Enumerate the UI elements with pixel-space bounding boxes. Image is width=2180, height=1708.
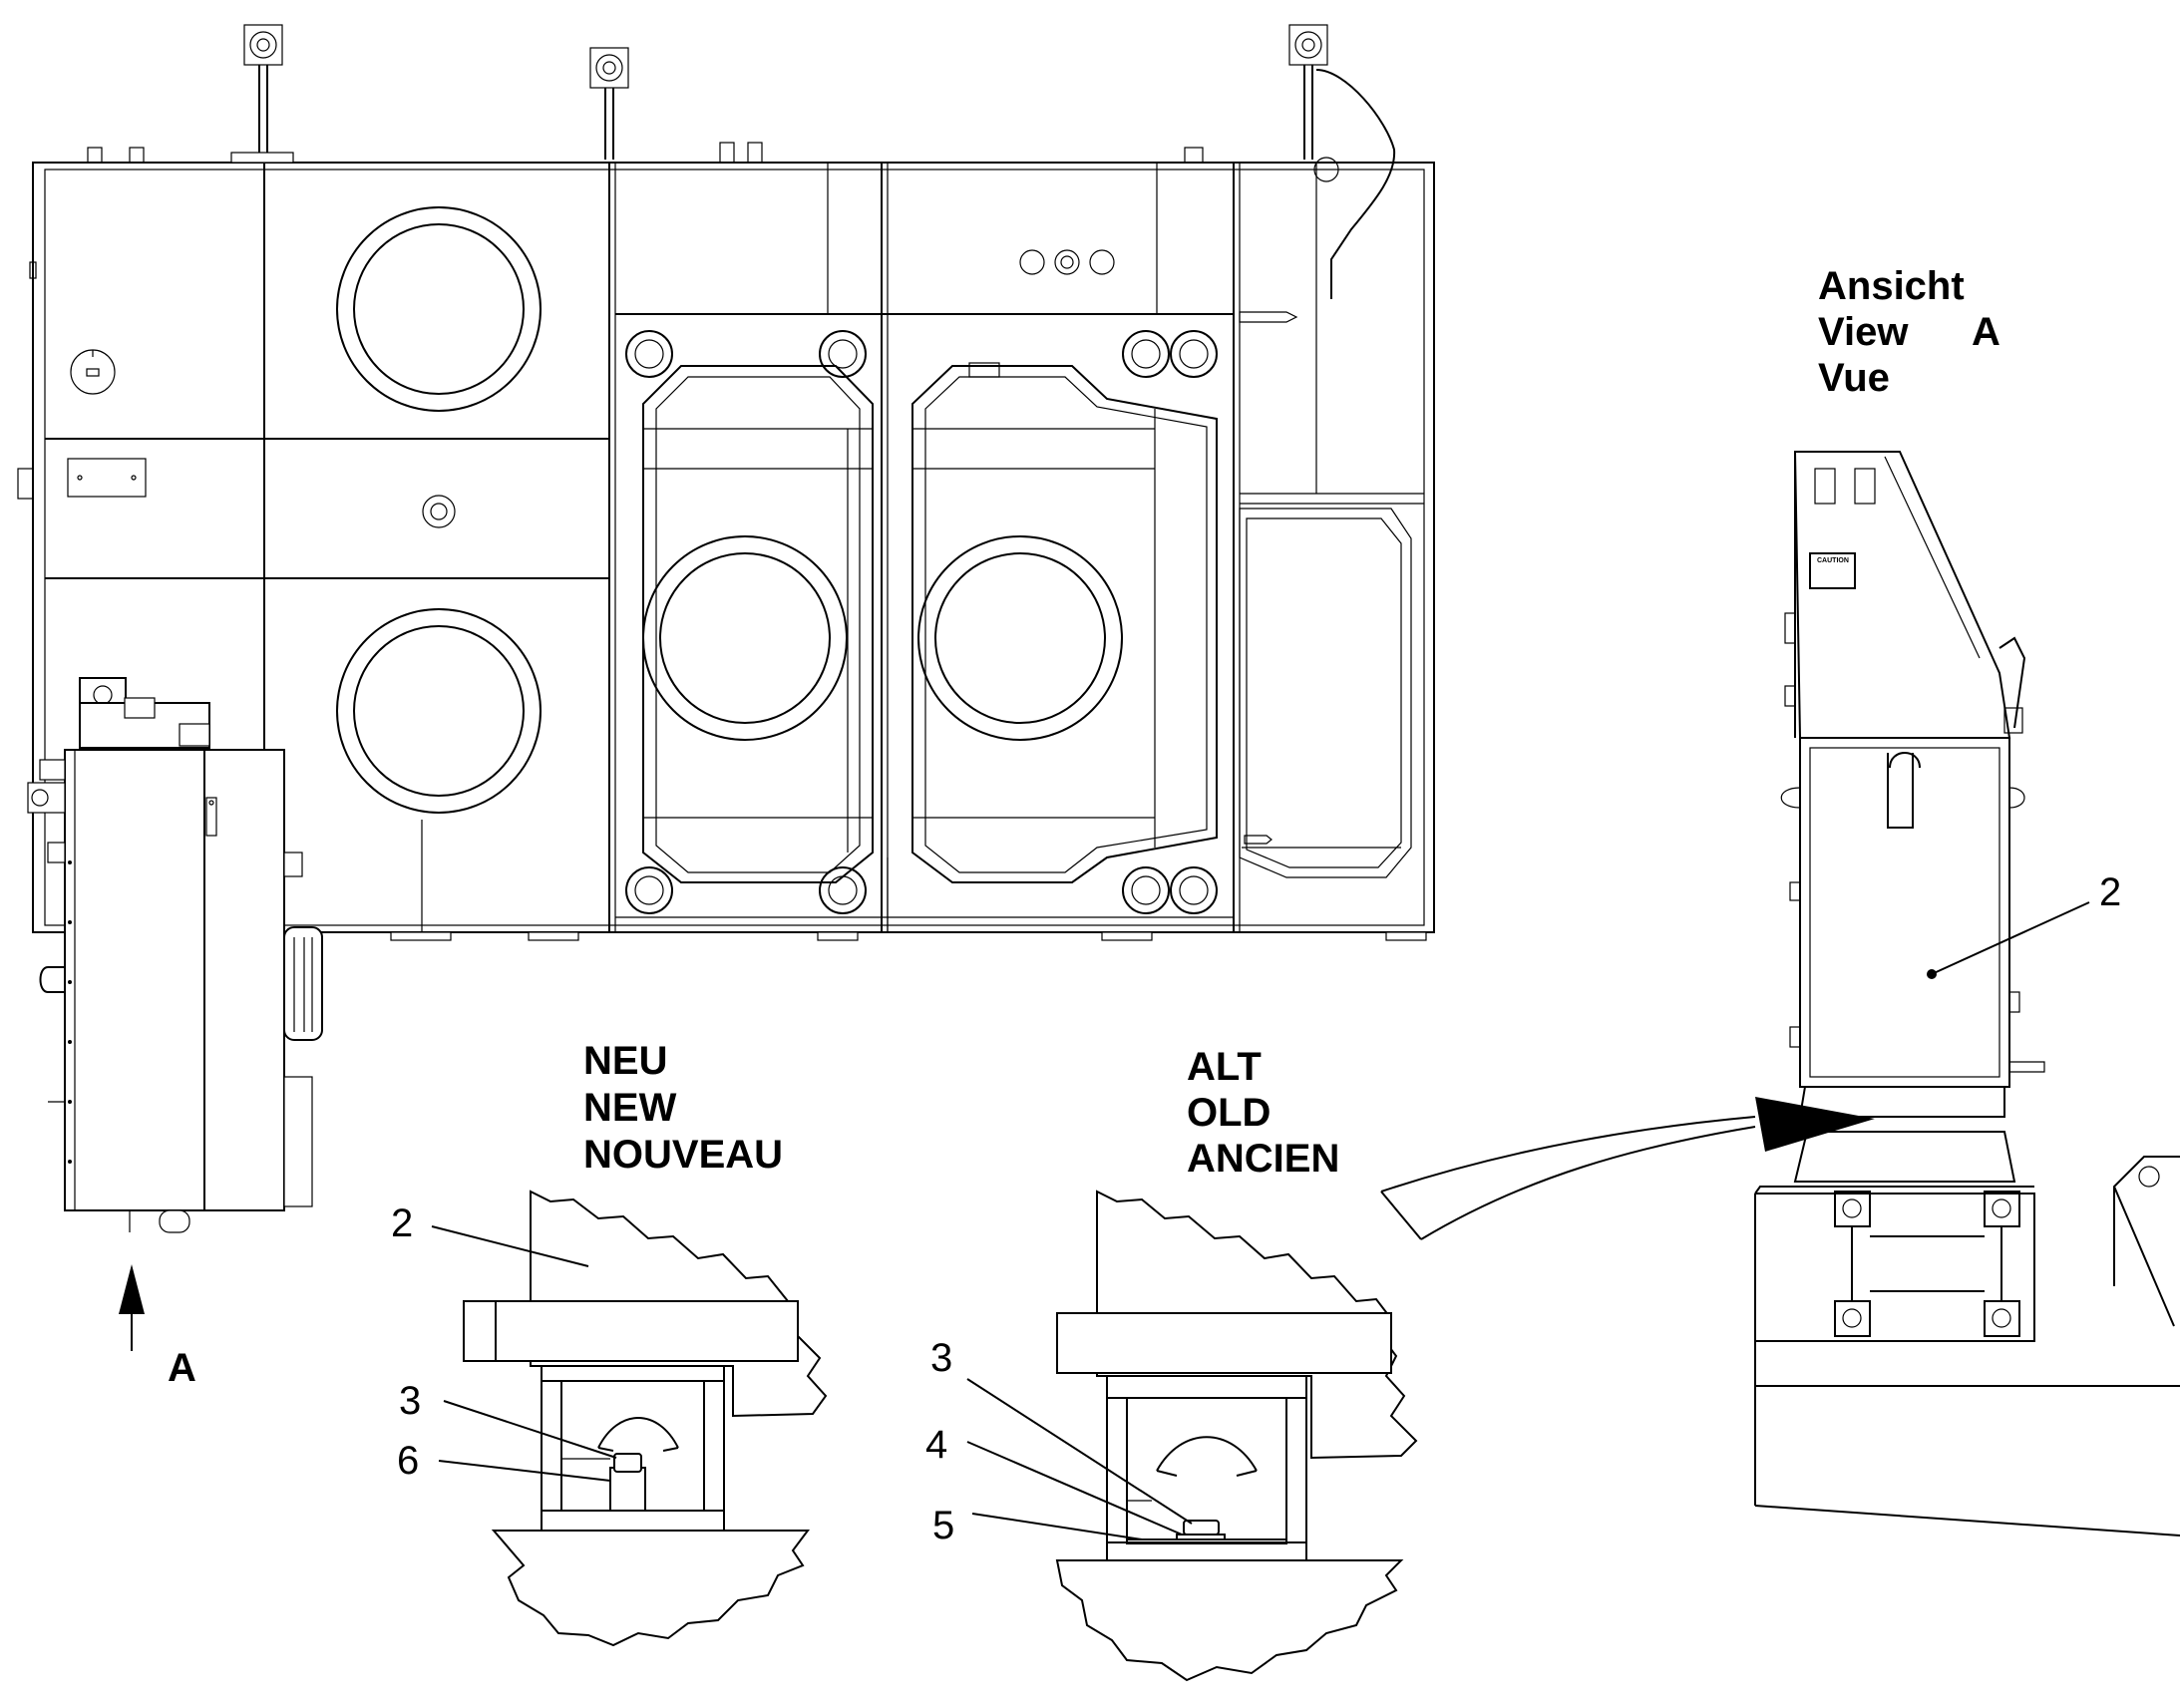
detail-new: NEU NEW NOUVEAU 2 3 6 bbox=[391, 1039, 828, 1647]
view-title-de: Ansicht bbox=[1818, 264, 1965, 308]
callout-old-3: 3 bbox=[930, 1336, 952, 1380]
pump-unit bbox=[27, 677, 323, 1233]
callout-new-3: 3 bbox=[399, 1379, 421, 1423]
tank-assembly: A bbox=[17, 24, 1435, 1390]
corner-bosses bbox=[625, 330, 1218, 914]
new-label-de: NEU bbox=[583, 1039, 667, 1083]
handle-icon bbox=[1239, 311, 1298, 323]
callout-old-5: 5 bbox=[932, 1504, 954, 1547]
center-bay-left bbox=[642, 365, 874, 883]
caution-plate bbox=[1809, 552, 1856, 589]
ports-icon bbox=[1019, 249, 1115, 275]
view-title-en: View bbox=[1818, 310, 1909, 354]
manway-bottom-left bbox=[336, 608, 542, 814]
top-fittings bbox=[87, 142, 1204, 164]
lifting-eye-left bbox=[230, 24, 294, 164]
gauge-icon bbox=[70, 349, 116, 395]
view-title-fr: Vue bbox=[1818, 356, 1890, 400]
end-compartment bbox=[1239, 508, 1412, 878]
old-label-fr: ANCIEN bbox=[1187, 1137, 1339, 1181]
view-a: Ansicht View A Vue CAUTION bbox=[1380, 264, 2180, 1537]
caution-plate-text: CAUTION bbox=[1817, 557, 1849, 564]
manway-top bbox=[336, 206, 542, 412]
callout-old-4: 4 bbox=[925, 1423, 947, 1467]
old-label-de: ALT bbox=[1187, 1045, 1262, 1089]
center-bay-right bbox=[911, 362, 1218, 883]
view-arrow-label: A bbox=[168, 1346, 196, 1390]
lifting-eye-right bbox=[1288, 24, 1396, 299]
old-label-en: OLD bbox=[1187, 1091, 1271, 1135]
nameplate bbox=[67, 458, 147, 498]
new-label-en: NEW bbox=[583, 1086, 677, 1130]
new-label-fr: NOUVEAU bbox=[583, 1133, 783, 1177]
detail-old: ALT OLD ANCIEN 3 4 5 bbox=[925, 1045, 1418, 1682]
lifting-eye-middle bbox=[589, 47, 629, 160]
center-port-icon bbox=[422, 495, 456, 528]
view-title-letter: A bbox=[1972, 310, 2000, 354]
callout-new-2: 2 bbox=[391, 1201, 413, 1245]
callout-new-6: 6 bbox=[397, 1439, 419, 1483]
callout-view-2: 2 bbox=[2099, 870, 2121, 914]
view-arrow bbox=[119, 1264, 145, 1351]
